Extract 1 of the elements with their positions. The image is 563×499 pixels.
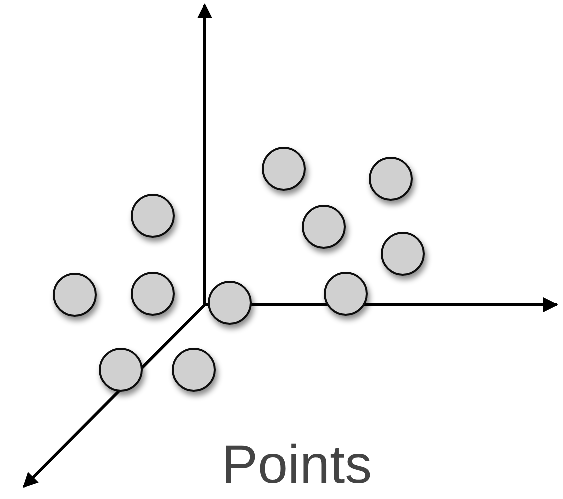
caption-text: Points (222, 438, 372, 492)
